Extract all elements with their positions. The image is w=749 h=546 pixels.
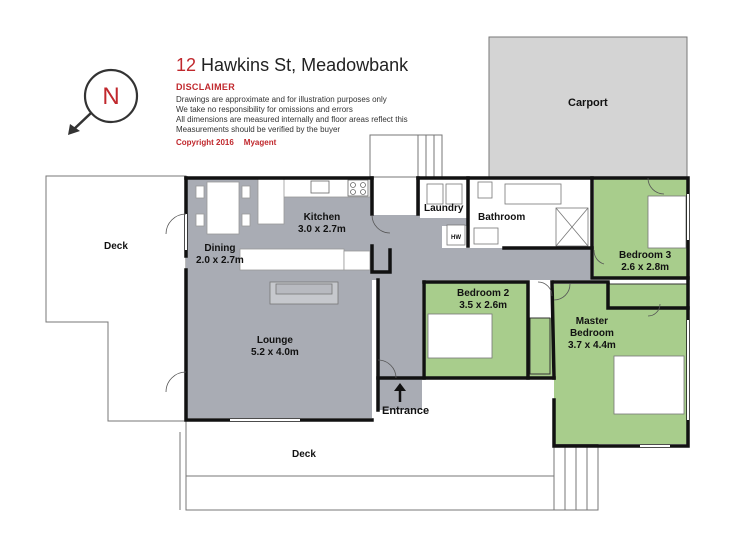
disclaimer-text: Drawings are approximate and for illustr… [176, 95, 408, 135]
brand-name: Myagent [243, 138, 277, 147]
room-size: 3.0 x 2.7m [298, 224, 346, 235]
walls [184, 176, 690, 448]
south-deck [179, 421, 599, 511]
room-size: 3.7 x 4.4m [568, 340, 616, 351]
south-deck-label: Deck [292, 449, 316, 460]
master-bedroom-label: Master Bedroom 3.7 x 4.4m [568, 316, 616, 352]
copyright-line: Copyright 2016 Myagent [176, 138, 286, 147]
room-size: 2.6 x 2.8m [621, 262, 670, 273]
room-size: 3.5 x 2.6m [459, 300, 508, 311]
kitchen-benches [239, 177, 371, 271]
room-size: 2.0 x 2.7m [196, 255, 244, 266]
disclaimer-heading: DISCLAIMER [176, 82, 235, 92]
disclaimer-line: Measurements should be verified by the b… [176, 125, 341, 134]
sofa [269, 281, 339, 305]
entrance-arrow-icon [394, 383, 406, 402]
address-street: Hawkins St, Meadowbank [201, 55, 409, 75]
west-deck-label: Deck [104, 241, 128, 252]
compass-letter: N [102, 83, 119, 110]
west-deck [45, 175, 187, 422]
room-name: Lounge [256, 335, 293, 346]
room-name: Bedroom [569, 328, 614, 339]
north-compass-icon: N [68, 68, 139, 135]
property-title: 12 Hawkins St, Meadowbank [176, 55, 408, 76]
dining-label: Dining 2.0 x 2.7m [196, 243, 244, 267]
entrance-label: Entrance [382, 405, 430, 417]
disclaimer-line: Drawings are approximate and for illustr… [176, 95, 387, 104]
room-name: Master [575, 316, 609, 327]
bathroom-label: Bathroom [478, 212, 526, 223]
room-name: Bedroom 2 [457, 288, 510, 299]
laundry-label: Laundry [424, 203, 464, 214]
disclaimer-line: All dimensions are measured internally a… [176, 115, 408, 124]
windows [185, 194, 689, 447]
door-swings [165, 177, 665, 393]
hot-water-label: HW [451, 235, 461, 241]
room-name: Bedroom 3 [619, 250, 672, 261]
beds [427, 195, 687, 415]
bathroom-fixtures [426, 181, 589, 247]
kitchen-fixtures [310, 179, 369, 197]
bedroom2-label: Bedroom 2 3.5 x 2.6m [457, 288, 509, 312]
room-size: 5.2 x 4.0m [251, 347, 299, 358]
room-name: Kitchen [303, 212, 341, 223]
disclaimer-line: We take no responsibility for omissions … [176, 105, 353, 114]
bedroom3-label: Bedroom 3 2.6 x 2.8m [619, 250, 671, 274]
rear-steps [369, 134, 443, 178]
carport-area [488, 36, 688, 180]
room-name: Dining [204, 243, 236, 254]
kitchen-label: Kitchen 3.0 x 2.7m [298, 212, 346, 236]
address-number: 12 [176, 55, 197, 75]
copyright-text: Copyright 2016 [176, 138, 234, 147]
lounge-label: Lounge 5.2 x 4.0m [251, 335, 299, 359]
carport-label: Carport [568, 97, 608, 109]
dining-table [195, 181, 251, 235]
